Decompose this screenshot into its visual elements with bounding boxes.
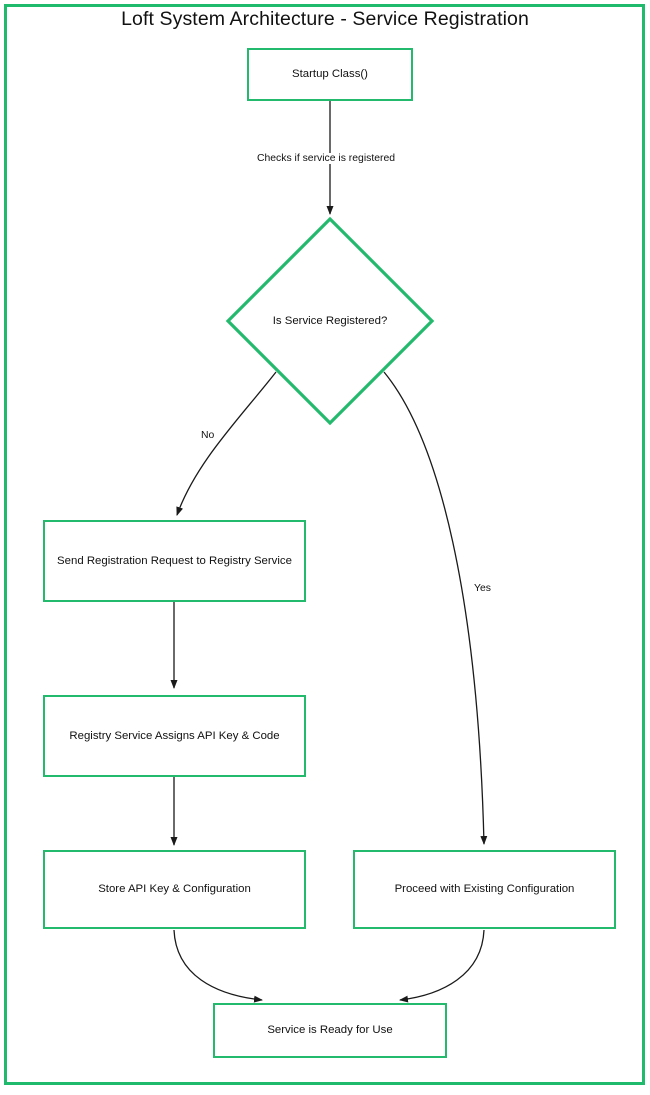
edge-decision-yes xyxy=(383,371,488,845)
edge-label-checks-if-registered: Checks if service is registered xyxy=(255,153,398,164)
diamond-shape xyxy=(225,216,435,426)
node-registry-assigns-api-key[interactable]: Registry Service Assigns API Key & Code xyxy=(43,695,306,777)
edge-label-yes: Yes xyxy=(472,583,493,594)
diagram-title: Loft System Architecture - Service Regis… xyxy=(121,8,529,30)
node-is-service-registered[interactable]: Is Service Registered? xyxy=(225,216,435,426)
node-proceed-existing-configuration-label: Proceed with Existing Configuration xyxy=(394,883,575,896)
node-send-registration-request-label: Send Registration Request to Registry Se… xyxy=(57,554,292,567)
node-is-service-registered-label: Is Service Registered? xyxy=(272,315,388,327)
node-store-api-key[interactable]: Store API Key & Configuration xyxy=(43,850,306,929)
node-service-ready-for-use-label: Service is Ready for Use xyxy=(267,1024,393,1037)
edge-proceed-to-ready xyxy=(399,929,485,1003)
node-startup-class-label: Startup Class() xyxy=(292,68,368,81)
edge-store-to-ready xyxy=(173,929,263,1003)
node-store-api-key-label: Store API Key & Configuration xyxy=(98,883,251,896)
node-send-registration-request[interactable]: Send Registration Request to Registry Se… xyxy=(43,520,306,602)
edge-label-no: No xyxy=(199,430,217,441)
node-service-ready-for-use[interactable]: Service is Ready for Use xyxy=(213,1003,447,1058)
node-registry-assigns-api-key-label: Registry Service Assigns API Key & Code xyxy=(69,729,280,742)
node-startup-class[interactable]: Startup Class() xyxy=(247,48,413,101)
node-proceed-existing-configuration[interactable]: Proceed with Existing Configuration xyxy=(353,850,616,929)
